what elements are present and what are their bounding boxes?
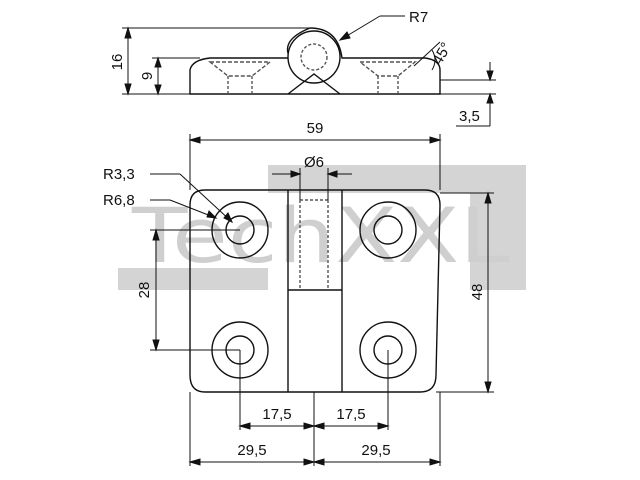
arrow-28-top — [152, 228, 160, 241]
arrow-175r-b — [377, 422, 390, 430]
top-dimensions: 59 Ø6 R3,3 R6,8 28 48 — [103, 120, 494, 466]
hole-top-right — [373, 215, 403, 245]
arrow-9-top — [154, 56, 162, 68]
dim-175-right-label: 17,5 — [336, 406, 365, 423]
arrow-175l-b — [303, 422, 316, 430]
arrow-d6-right — [326, 170, 338, 178]
dim-28-label: 28 — [136, 282, 153, 299]
leader-r33-diag — [179, 173, 233, 223]
countersink-left — [207, 61, 273, 77]
countersink-right — [357, 61, 417, 77]
dim-295-right-label: 29,5 — [361, 442, 390, 459]
dim-9-label: 9 — [139, 72, 156, 80]
arrow-28-bottom — [152, 339, 160, 352]
arrow-295l-a — [188, 458, 201, 466]
arrow-175l-a — [238, 422, 251, 430]
angle-arc — [431, 49, 436, 71]
watermark-bar-top — [268, 165, 526, 193]
arrow-9-bottom — [154, 84, 162, 96]
watermark: TechXXL — [118, 165, 526, 290]
angle-line — [413, 41, 441, 67]
dim-175-left-label: 17,5 — [262, 406, 291, 423]
dim-48-label: 48 — [469, 284, 486, 301]
arrow-175r-a — [312, 422, 325, 430]
angle-label: 45° — [429, 40, 455, 68]
top-view — [189, 189, 441, 393]
knuckle-split — [287, 73, 341, 95]
arrow-48-bottom — [484, 381, 492, 394]
watermark-bar-right — [470, 193, 526, 290]
boss-top-right — [359, 201, 417, 259]
r7-label: R7 — [409, 9, 428, 26]
dim-59-label: 59 — [307, 120, 324, 137]
dim-295-left-label: 29,5 — [237, 442, 266, 459]
dim-16-label: 16 — [109, 54, 126, 71]
dim-35-label: 3,5 — [459, 108, 480, 125]
arrow-16-top — [124, 26, 132, 39]
arrow-r33 — [223, 212, 234, 224]
arrow-59-left — [188, 136, 201, 144]
arrow-r7 — [338, 31, 351, 41]
arrow-59-right — [429, 136, 442, 144]
arrow-295l-b — [303, 458, 316, 466]
dim-d6-label: Ø6 — [304, 154, 324, 171]
r68-label: R6,8 — [103, 192, 135, 209]
top-plate-outline — [189, 189, 441, 393]
knuckle-outline — [287, 30, 341, 84]
arrow-48-top — [484, 191, 492, 204]
watermark-text: TechXXL — [131, 191, 510, 280]
knuckle-pin — [300, 43, 328, 71]
side-view — [189, 27, 441, 95]
arrow-16-bottom — [124, 83, 132, 96]
arrow-295r-b — [429, 458, 442, 466]
arrow-r68 — [206, 210, 218, 219]
arrow-35-bottom — [486, 92, 494, 104]
arrow-295r-a — [312, 458, 325, 466]
arrow-35-top — [486, 70, 494, 82]
r33-label: R3,3 — [103, 166, 135, 183]
arrow-d6-left — [290, 170, 302, 178]
